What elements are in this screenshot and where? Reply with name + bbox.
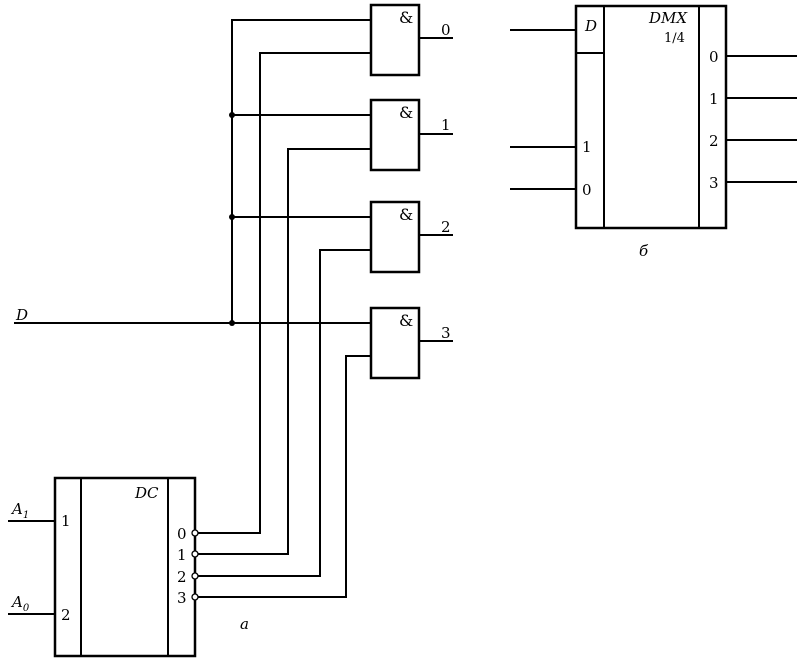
junction-dots xyxy=(229,112,235,326)
and-gate-2: & 2 xyxy=(369,200,453,274)
and-gate-symbol: & xyxy=(399,8,413,27)
decoder-output-label-3: 3 xyxy=(177,589,187,607)
demux-output-label-3: 3 xyxy=(709,174,719,192)
caption-b: б xyxy=(639,242,649,260)
caption-a: а xyxy=(240,615,249,633)
decoder-title: DC xyxy=(134,484,159,502)
and-gate-symbol: & xyxy=(399,103,413,122)
decoder-to-gate-wires xyxy=(198,52,371,598)
gate-output-label-3: 3 xyxy=(441,324,451,342)
data-input-label: D xyxy=(15,306,28,324)
and-gate-symbol: & xyxy=(399,205,413,224)
and-gate-0: & 0 xyxy=(369,3,453,77)
decoder-output-label-2: 2 xyxy=(177,568,187,586)
decoder-input-a0-signal: A0 xyxy=(10,593,30,614)
gate-output-label-0: 0 xyxy=(441,21,451,39)
decoder-block: DC A1 1 A0 2 0 1 2 3 xyxy=(8,476,197,658)
demux-output-label-1: 1 xyxy=(709,90,719,108)
inverted-output-bubbles xyxy=(191,529,199,601)
and-gate-symbol: & xyxy=(399,311,413,330)
and-gate-1: & 1 xyxy=(369,98,453,172)
and-gate-3: & 3 xyxy=(369,306,453,380)
demux-address-pin-1: 1 xyxy=(582,138,592,156)
demux-address-pin-0: 0 xyxy=(582,181,592,199)
demux-ratio: 1/4 xyxy=(664,31,685,46)
demux-block: DMX 1/4 D 1 0 0 1 2 3 xyxy=(510,4,797,230)
demux-output-label-2: 2 xyxy=(709,132,719,150)
gate-output-label-1: 1 xyxy=(441,116,451,134)
decoder-output-label-1: 1 xyxy=(177,546,187,564)
demux-title: DMX xyxy=(648,9,688,27)
data-bus-wires xyxy=(14,19,371,324)
gate-output-label-2: 2 xyxy=(441,218,451,236)
decoder-input-pin-2: 2 xyxy=(61,606,71,624)
decoder-input-a1-signal: A1 xyxy=(10,500,29,521)
demux-output-label-0: 0 xyxy=(709,48,719,66)
decoder-output-label-0: 0 xyxy=(177,525,187,543)
decoder-input-pin-1: 1 xyxy=(61,512,71,530)
demux-data-pin: D xyxy=(584,17,597,35)
